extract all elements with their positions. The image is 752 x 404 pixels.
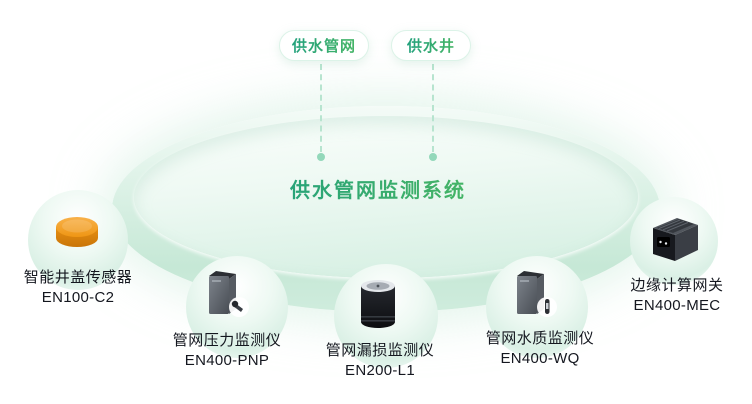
platform-title: 供水管网监测系统 <box>238 174 518 203</box>
pipeline-water-quality-monitor-icon <box>517 271 557 317</box>
device-model: EN400-PNP <box>184 352 270 369</box>
device-model: EN100-C2 <box>41 289 115 306</box>
device-name: 智能井盖传感器 <box>23 269 133 286</box>
device-label: 智能井盖传感器 EN100-C2 <box>0 268 158 308</box>
tag-supply-well: 供水井 <box>391 30 471 61</box>
device-model: EN400-WQ <box>500 350 580 367</box>
device-label: 管网漏损监测仪 EN200-L1 <box>300 341 460 381</box>
tag-pipe-network: 供水管网 <box>279 30 369 61</box>
connector-line-pipe-network <box>320 64 322 152</box>
device-name: 管网压力监测仪 <box>172 332 282 349</box>
device-label: 管网水质监测仪 EN400-WQ <box>460 329 620 369</box>
pipeline-pressure-monitor-icon <box>209 271 249 317</box>
device-model: EN200-L1 <box>345 362 415 379</box>
tag-label: 供水管网 <box>292 35 356 56</box>
device-label: 管网压力监测仪 EN400-PNP <box>147 331 307 371</box>
manhole-cover-sensor-icon <box>56 217 98 247</box>
device-name: 边缘计算网关 <box>630 277 724 294</box>
device-name: 管网水质监测仪 <box>485 330 595 347</box>
device-name: 管网漏损监测仪 <box>325 342 435 359</box>
device-model: EN400-MEC <box>633 297 721 314</box>
device-label: 边缘计算网关 EN400-MEC <box>597 276 752 316</box>
connector-line-supply-well <box>432 64 434 152</box>
tag-label: 供水井 <box>407 35 455 56</box>
edge-computing-gateway-icon <box>653 218 698 261</box>
pipeline-leak-monitor-icon <box>361 280 395 328</box>
platform-ellipse-inner <box>134 116 638 278</box>
connector-dot <box>317 153 325 161</box>
connector-dot <box>429 153 437 161</box>
